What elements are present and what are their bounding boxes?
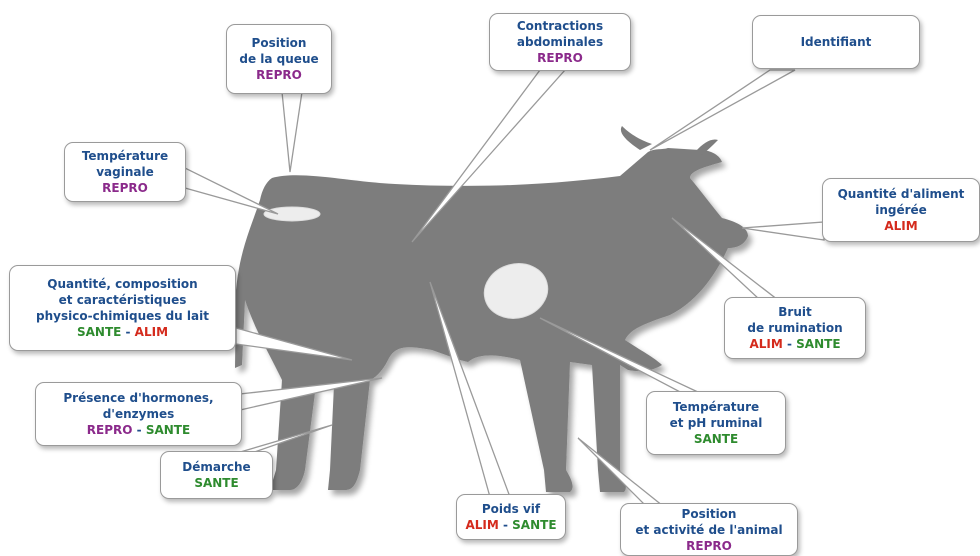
callout-line: physico-chimiques du lait [36, 308, 209, 324]
tag-row: SANTE [694, 431, 738, 447]
tag-repro: REPRO [537, 51, 583, 65]
callout-line: et caractéristiques [59, 292, 187, 308]
callout-line: Bruit [778, 304, 811, 320]
tag-separator: - [783, 337, 796, 351]
tag-separator: - [132, 423, 145, 437]
tag-row: ALIM [884, 218, 917, 234]
tag-sante: SANTE [77, 325, 121, 339]
tag-alim: ALIM [884, 219, 917, 233]
tag-row: REPRO [686, 538, 732, 554]
tag-row: REPRO [537, 50, 583, 66]
callout-line: Démarche [182, 459, 250, 475]
tag-row: SANTE [194, 475, 238, 491]
tag-row: REPRO [256, 67, 302, 83]
callout-line: Poids vif [482, 501, 540, 517]
callout-line: Position [252, 35, 307, 51]
callout-line: de rumination [747, 320, 842, 336]
callout-line: et activité de l'animal [635, 522, 782, 538]
callout-identifiant: Identifiant [752, 15, 920, 69]
callout-line: de la queue [239, 51, 318, 67]
tag-row: ALIM - SANTE [465, 517, 556, 533]
tag-repro: REPRO [87, 423, 133, 437]
tag-sante: SANTE [146, 423, 190, 437]
tag-repro: REPRO [102, 181, 148, 195]
tag-sante: SANTE [796, 337, 840, 351]
callout-line: d'enzymes [103, 406, 175, 422]
vaginal-sensor [264, 207, 320, 221]
pointer-queue [282, 92, 302, 172]
tag-sante: SANTE [694, 432, 738, 446]
tag-repro: REPRO [686, 539, 732, 553]
callout-line: abdominales [517, 34, 603, 50]
tag-alim: ALIM [135, 325, 168, 339]
callout-line: Position [682, 506, 737, 522]
tag-row: REPRO - SANTE [87, 422, 190, 438]
callout-line: ingérée [875, 202, 927, 218]
pointer-quantite-aliment [742, 222, 824, 240]
callout-line: Contractions [517, 18, 603, 34]
tag-alim: ALIM [465, 518, 498, 532]
tag-separator: - [121, 325, 134, 339]
callout-line: Quantité d'aliment [838, 186, 965, 202]
tag-sante: SANTE [512, 518, 556, 532]
pointer-identifiant [650, 70, 795, 150]
callout-line: Identifiant [801, 34, 872, 50]
tag-repro: REPRO [256, 68, 302, 82]
callout-line: vaginale [96, 164, 154, 180]
tag-alim: ALIM [749, 337, 782, 351]
callout-line: Présence d'hormones, [63, 390, 213, 406]
callout-line: Quantité, composition [47, 276, 197, 292]
tag-row: SANTE - ALIM [77, 324, 168, 340]
callout-line: Température [82, 148, 168, 164]
tag-sante: SANTE [194, 476, 238, 490]
callout-line: Température [673, 399, 759, 415]
callout-line: et pH ruminal [670, 415, 763, 431]
tag-separator: - [499, 518, 512, 532]
tag-row: ALIM - SANTE [749, 336, 840, 352]
tag-row: REPRO [102, 180, 148, 196]
cow-horn [621, 126, 652, 150]
